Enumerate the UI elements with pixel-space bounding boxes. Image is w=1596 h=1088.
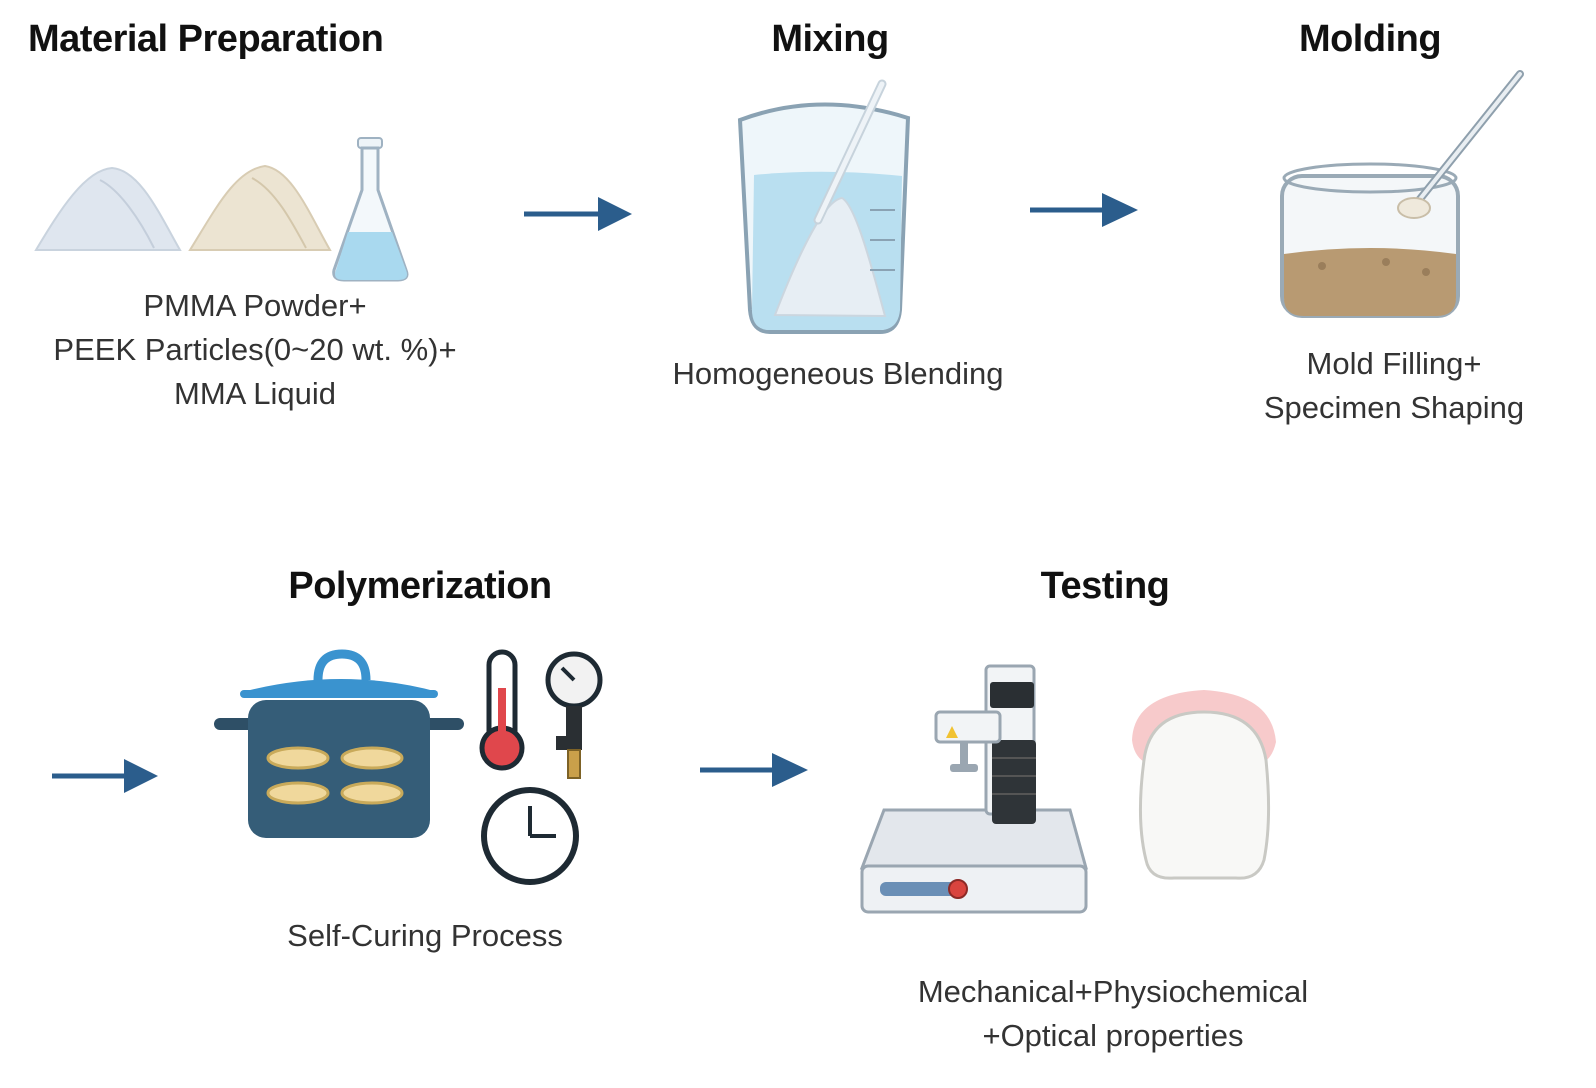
thermometer-icon <box>482 652 522 768</box>
peek-powder-pile-icon <box>190 166 330 250</box>
mixing-art <box>730 80 920 340</box>
arrow-icon <box>524 197 632 231</box>
pressure-gauge-icon <box>548 654 600 778</box>
testing-art <box>860 660 1300 920</box>
mma-liquid-flask-icon <box>334 138 407 280</box>
arrow-icon <box>1030 193 1138 227</box>
clock-icon <box>484 790 576 882</box>
polymerization-art <box>210 650 610 890</box>
molding-art <box>1276 66 1546 326</box>
hardness-tester-machine-icon <box>862 666 1086 912</box>
beaker-with-stirring-rod-icon <box>740 84 908 332</box>
pmma-powder-pile-icon <box>36 168 180 250</box>
arrow-icon <box>52 759 158 793</box>
pressure-pot-icon <box>214 654 464 838</box>
arrow-icon <box>700 753 808 787</box>
mold-dish-with-spatula-icon <box>1282 74 1520 316</box>
material-preparation-art <box>30 130 430 290</box>
tooth-icon <box>1132 690 1276 878</box>
